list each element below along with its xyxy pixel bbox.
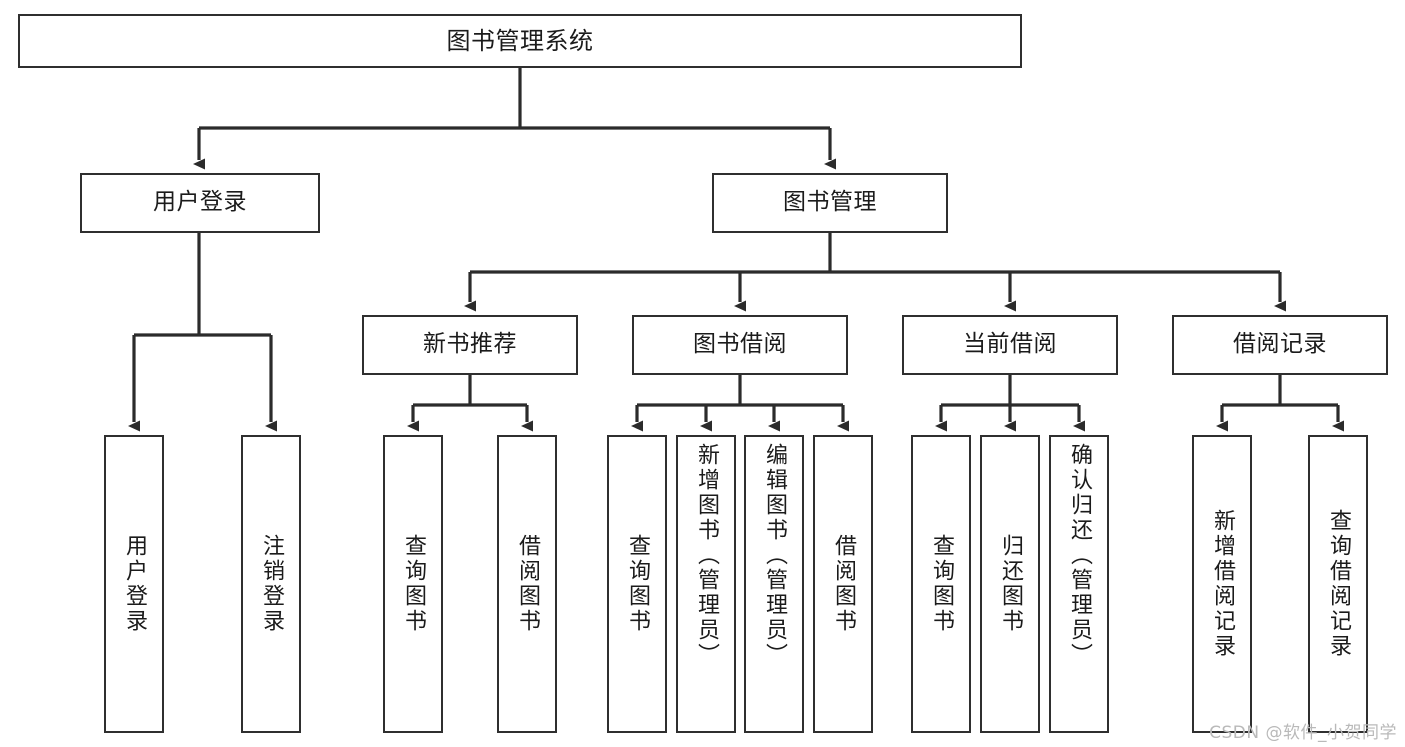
node-leaf-query-book-1[interactable]: 查询图书 [383,435,443,733]
node-label: 新书推荐 [423,331,517,358]
node-leaf-return-book[interactable]: 归还图书 [980,435,1040,733]
node-label: 图书管理系统 [446,26,594,55]
node-new-book-recommend[interactable]: 新书推荐 [362,315,578,375]
node-label: 借阅记录 [1233,331,1327,358]
node-leaf-borrow-book-1[interactable]: 借阅图书 [497,435,557,733]
node-leaf-query-borrow-record[interactable]: 查询借阅记录 [1308,435,1368,733]
node-leaf-query-book-2[interactable]: 查询图书 [607,435,667,733]
node-label: 借阅图书 [515,534,540,634]
node-label: 确认归还（管理员） [1067,443,1092,668]
node-label: 注销登录 [259,534,284,634]
node-label: 借阅图书 [831,534,856,634]
node-label: 编辑图书（管理员） [762,443,787,668]
node-leaf-logout-login[interactable]: 注销登录 [241,435,301,733]
node-leaf-borrow-book-2[interactable]: 借阅图书 [813,435,873,733]
node-book-borrow[interactable]: 图书借阅 [632,315,848,375]
node-leaf-add-book-admin[interactable]: 新增图书（管理员） [676,435,736,733]
node-label: 查询图书 [929,534,954,634]
node-user-login[interactable]: 用户登录 [80,173,320,233]
node-label: 用户登录 [153,189,247,216]
node-leaf-add-borrow-record[interactable]: 新增借阅记录 [1192,435,1252,733]
node-label: 新增图书（管理员） [694,443,719,668]
node-label: 归还图书 [998,534,1023,634]
node-label: 图书借阅 [693,331,787,358]
node-borrow-record[interactable]: 借阅记录 [1172,315,1388,375]
node-root-book-management-system[interactable]: 图书管理系统 [18,14,1022,68]
node-label: 图书管理 [783,189,877,216]
node-leaf-confirm-return-admin[interactable]: 确认归还（管理员） [1049,435,1109,733]
node-leaf-query-book-3[interactable]: 查询图书 [911,435,971,733]
node-current-borrow[interactable]: 当前借阅 [902,315,1118,375]
connector-lines [128,68,1344,432]
node-label: 查询图书 [625,534,650,634]
node-label: 当前借阅 [963,331,1057,358]
node-label: 用户登录 [122,534,147,634]
node-label: 查询图书 [401,534,426,634]
node-leaf-edit-book-admin[interactable]: 编辑图书（管理员） [744,435,804,733]
node-leaf-user-login[interactable]: 用户登录 [104,435,164,733]
node-label: 查询借阅记录 [1326,509,1351,659]
node-book-management[interactable]: 图书管理 [712,173,948,233]
node-label: 新增借阅记录 [1210,509,1235,659]
